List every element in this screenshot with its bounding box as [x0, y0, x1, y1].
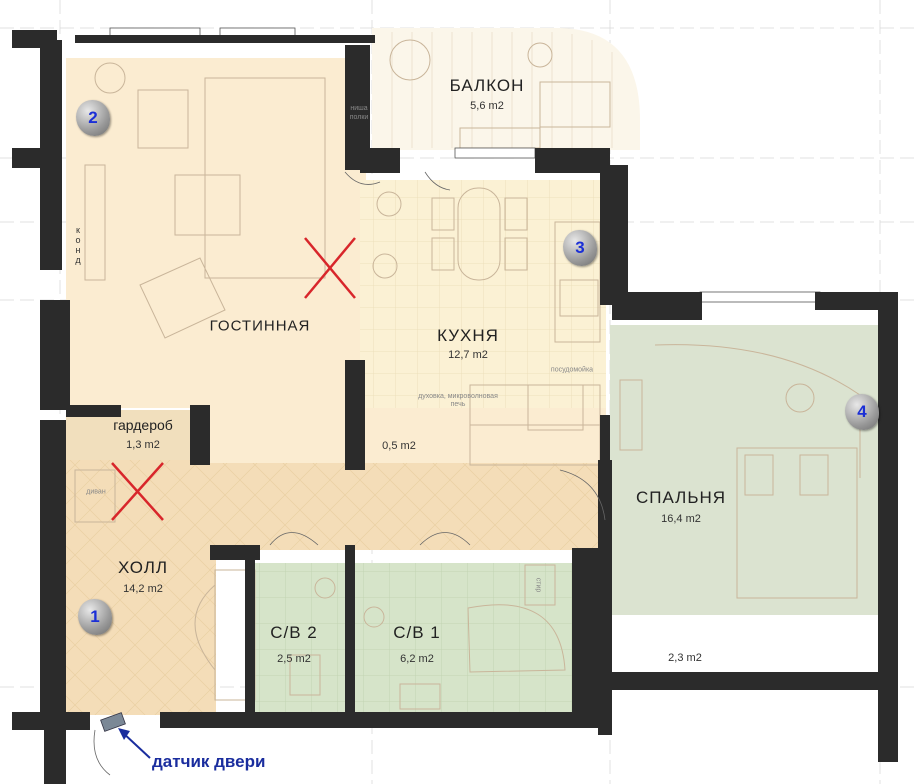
bath1-area: 6,2 m2 — [400, 653, 434, 665]
kitchen-floor — [360, 180, 606, 420]
oven-label: духовка, микроволновая печь — [418, 393, 498, 408]
bath1-floor — [352, 563, 572, 713]
washer-label: стир — [534, 577, 542, 593]
bath2-area: 2,5 m2 — [277, 653, 311, 665]
bath2-name: С/В 2 — [270, 623, 318, 642]
bed — [736, 447, 858, 599]
cond-label: конд — [73, 225, 83, 265]
walls — [12, 30, 898, 784]
hall-name: ХОЛЛ — [117, 558, 169, 577]
bedroom-floor — [610, 325, 878, 615]
kitchen-area: 12,7 m2 — [448, 349, 488, 361]
wardrobe-floor — [66, 410, 211, 460]
door-sensor-marker — [100, 712, 151, 759]
balcony-area: 5,6 m2 — [470, 100, 504, 112]
bath2-floor — [255, 563, 345, 713]
storage-area: 0,5 m2 — [382, 440, 416, 452]
living-name: ГОСТИННАЯ — [209, 317, 311, 335]
doors — [93, 171, 606, 776]
bedroom-strip-floor — [610, 615, 878, 677]
balcony-planks — [391, 32, 613, 148]
wardrobe-area: 1,3 m2 — [126, 439, 160, 451]
sofa-shape — [204, 77, 326, 279]
dishwasher-label: посудомойка — [550, 366, 594, 374]
living-floor — [66, 58, 366, 408]
sofa-label: диван — [86, 488, 106, 496]
hall-area: 14,2 m2 — [123, 583, 163, 595]
windows — [109, 27, 821, 303]
balcony-floor — [372, 28, 640, 150]
dining-table — [457, 187, 501, 281]
bedroom-name: СПАЛЬНЯ — [635, 488, 727, 507]
sensor-1: 1 — [78, 599, 112, 635]
sensor-4: 4 — [845, 394, 879, 430]
hall-floor — [66, 460, 606, 550]
floors — [66, 28, 878, 715]
bath1-name: С/В 1 — [393, 623, 441, 642]
bedroom-strip-area: 2,3 m2 — [668, 652, 702, 664]
storage-floor — [365, 425, 465, 460]
sensor-2: 2 — [76, 100, 110, 136]
furniture — [74, 39, 861, 710]
door-sensor-label: датчик двери — [152, 752, 266, 771]
sensor-3: 3 — [563, 230, 597, 266]
wardrobe-name: гардероб — [113, 417, 173, 433]
kitchen-name: КУХНЯ — [437, 326, 499, 345]
balcony-name: БАЛКОН — [449, 76, 525, 95]
removal-crosses — [111, 237, 356, 521]
niche-label: ниша полки — [349, 105, 369, 121]
bedroom-area: 16,4 m2 — [661, 513, 701, 525]
